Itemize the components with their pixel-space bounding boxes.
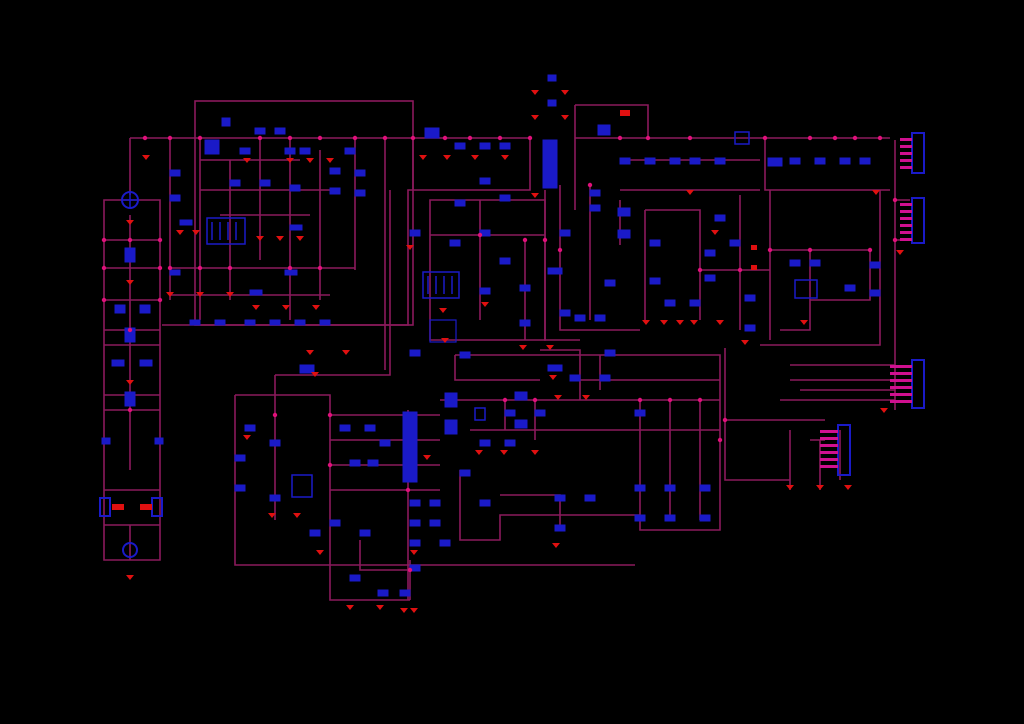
lamp-symbol bbox=[122, 542, 138, 558]
transistor bbox=[444, 392, 458, 408]
ground-symbols bbox=[126, 90, 904, 613]
pwm-controller-ic bbox=[206, 217, 246, 245]
secondary-transformer bbox=[402, 411, 418, 483]
component-layer bbox=[99, 74, 925, 597]
fuse bbox=[424, 127, 440, 139]
connector-cn4 bbox=[837, 424, 851, 476]
capacitor bbox=[767, 157, 783, 167]
mid-controller-ic bbox=[422, 271, 460, 299]
junction-dots bbox=[101, 135, 898, 573]
opto-coupler bbox=[794, 279, 818, 299]
diode bbox=[299, 364, 315, 374]
capacitor bbox=[124, 391, 136, 407]
connector-cn3 bbox=[911, 359, 925, 409]
lower-ic bbox=[291, 474, 313, 498]
transistor bbox=[444, 419, 458, 435]
connector-cn2 bbox=[911, 197, 925, 244]
diode bbox=[514, 419, 528, 429]
inductor bbox=[734, 131, 750, 145]
transistor bbox=[597, 124, 611, 136]
transistor bbox=[204, 139, 220, 155]
connector-left bbox=[99, 497, 111, 517]
diode bbox=[514, 391, 528, 401]
capacitor bbox=[124, 247, 136, 263]
transformer bbox=[542, 139, 558, 189]
connector-pins bbox=[820, 138, 912, 468]
